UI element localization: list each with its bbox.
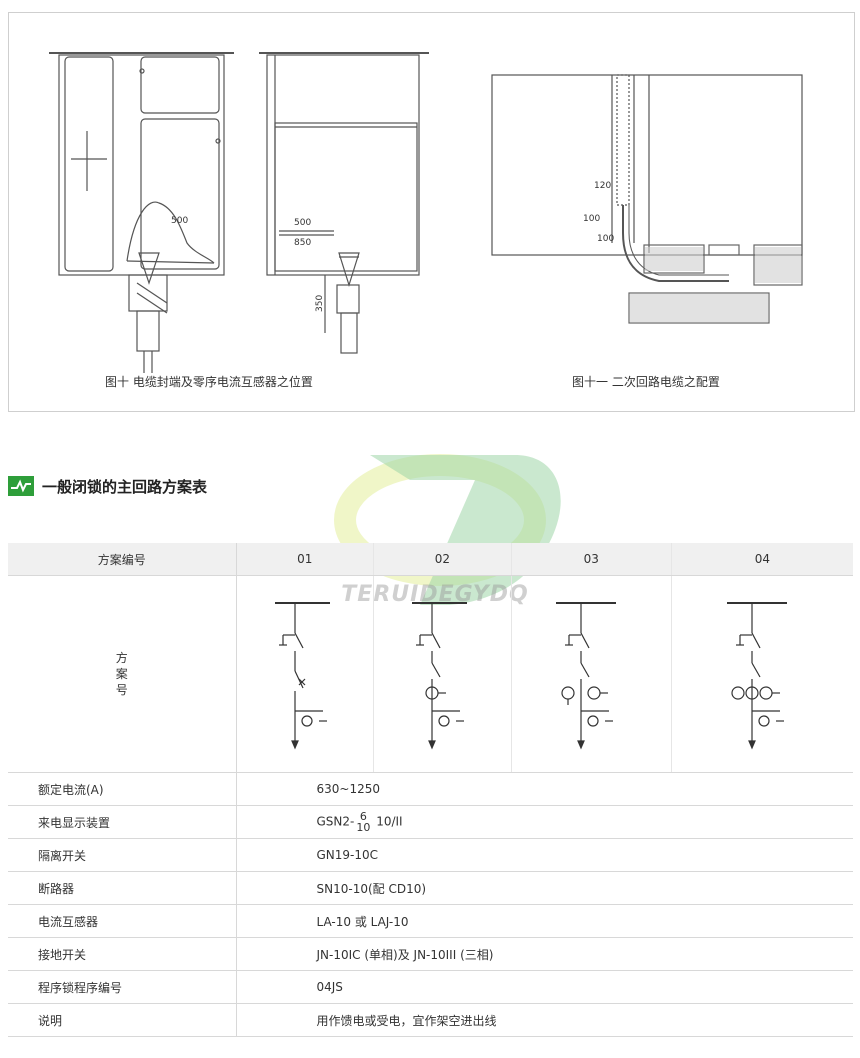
table-row: 说明 用作馈电或受电，宜作架空进出线 (8, 1003, 853, 1037)
table-row: 隔离开关 GN19-10C (8, 838, 853, 872)
table-row: 接地开关 JN-10IC (单相)及 JN-10III (三相) (8, 937, 853, 971)
scheme-diagram-02 (373, 575, 512, 773)
diagram-label: 方 案 号 (8, 575, 237, 773)
row-label: 隔离开关 (8, 838, 237, 872)
scheme-diagram-04 (671, 575, 853, 773)
circuit-diagram (556, 601, 617, 750)
fraction-bottom: 10 (356, 821, 371, 834)
circuit-diagram (274, 601, 330, 750)
circuit-diagram (412, 601, 468, 750)
svg-text:100: 100 (583, 214, 600, 224)
fig11-caption: 图十一 二次回路电缆之配置 (572, 375, 720, 389)
scheme-table: 方案编号 01 02 03 04 方 案 号 (8, 543, 853, 1037)
value-prefix: GSN2- (316, 814, 355, 829)
row-value: 630~1250 (236, 772, 853, 806)
installation-drawings: 500 500 850 (49, 52, 803, 373)
diagram-label-char: 号 (115, 683, 128, 697)
svg-text:850: 850 (294, 238, 311, 248)
scheme-diagram-01 (236, 575, 375, 773)
row-label: 断路器 (8, 871, 237, 905)
svg-text:120: 120 (594, 181, 611, 191)
drawing-panel: 500 500 850 (8, 12, 855, 412)
section-title: 一般闭锁的主回路方案表 (42, 477, 208, 496)
table-row: 断路器 SN10-10(配 CD10) (8, 871, 853, 905)
row-value: JN-10IC (单相)及 JN-10III (三相) (236, 937, 853, 971)
row-label: 来电显示装置 (8, 805, 237, 839)
fraction-top: 6 (359, 810, 367, 823)
svg-text:500: 500 (171, 216, 188, 226)
diagram-row: 方 案 号 (8, 575, 853, 773)
row-label: 说明 (8, 1003, 237, 1037)
diagram-label-char: 方 (115, 651, 128, 665)
row-value: SN10-10(配 CD10) (236, 871, 853, 905)
scheme-diagram-03 (511, 575, 672, 773)
table-row: 电流互感器 LA-10 或 LAJ-10 (8, 904, 853, 938)
row-label: 程序锁程序编号 (8, 970, 237, 1004)
row-value: GN19-10C (236, 838, 853, 872)
row-label: 额定电流(A) (8, 772, 237, 806)
fig10-left-cabinet: 500 (49, 52, 234, 373)
row-value: LA-10 或 LAJ-10 (236, 904, 853, 938)
row-label: 接地开关 (8, 937, 237, 971)
header-col-02: 02 (373, 543, 512, 576)
fig10-caption: 图十 电缆封端及零序电流互感器之位置 (105, 375, 313, 389)
header-col-03: 03 (511, 543, 672, 576)
circuit-diagram (727, 601, 788, 750)
value-suffix: 10/II (376, 814, 403, 829)
row-label: 电流互感器 (8, 904, 237, 938)
svg-text:500: 500 (294, 218, 311, 228)
header-col-04: 04 (671, 543, 853, 576)
header-col-01: 01 (236, 543, 375, 576)
fig11-cabinet: 120 100 100 (491, 74, 803, 324)
table-row: 额定电流(A) 630~1250 (8, 772, 853, 806)
row-value: 04JS (236, 970, 853, 1004)
diagram-label-char: 案 (115, 667, 128, 681)
table-header-row: 方案编号 01 02 03 04 (8, 543, 853, 576)
fig10-right-cabinet: 500 850 350 (259, 52, 429, 354)
svg-text:100: 100 (597, 234, 614, 244)
row-value: 用作馈电或受电，宜作架空进出线 (236, 1003, 853, 1037)
lightning-icon (8, 476, 34, 496)
header-label: 方案编号 (8, 543, 237, 576)
svg-text:350: 350 (315, 295, 325, 312)
section-header: 一般闭锁的主回路方案表 (8, 476, 207, 496)
table-row: 程序锁程序编号 04JS (8, 970, 853, 1004)
